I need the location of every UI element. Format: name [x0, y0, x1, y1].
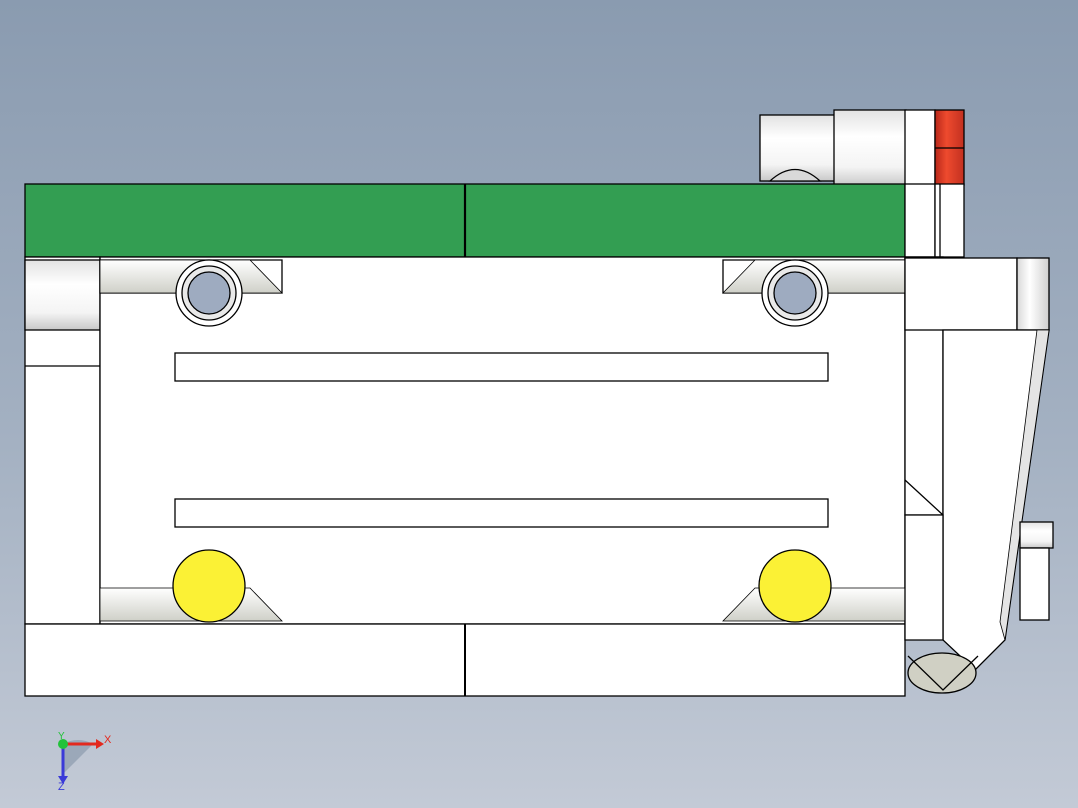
axis-triad: X Y Z — [58, 731, 112, 793]
left-rod-end — [24, 259, 101, 331]
yellow-pin-left — [172, 549, 246, 623]
z-axis-arrow — [58, 776, 68, 784]
x-axis-arrow — [96, 739, 104, 749]
right-upper-block — [904, 257, 1018, 331]
x-axis-label: X — [104, 734, 112, 746]
triad-shadow — [63, 739, 93, 774]
fitting-saddle — [768, 168, 822, 182]
hole-top-left — [175, 259, 243, 327]
slot-upper — [174, 352, 829, 382]
right-mechanism — [904, 256, 1054, 694]
top-fitting — [759, 109, 965, 187]
fitting-block — [904, 109, 936, 186]
z-axis-label: Z — [58, 781, 65, 793]
bottom-plate — [24, 623, 906, 697]
fitting-large-cylinder — [833, 109, 907, 187]
left-end-block — [24, 256, 101, 625]
main-body — [99, 256, 906, 625]
y-axis-dot — [58, 739, 68, 749]
side-tab — [1019, 521, 1054, 549]
right-upper-cap — [1016, 257, 1050, 331]
hole-top-right — [761, 259, 829, 327]
slot-lower — [174, 498, 829, 528]
green-plate — [24, 183, 906, 258]
roller — [907, 652, 977, 694]
bracket-upper-left — [904, 183, 936, 258]
yellow-pin-right — [758, 549, 832, 623]
y-axis-label: Y — [58, 731, 65, 742]
